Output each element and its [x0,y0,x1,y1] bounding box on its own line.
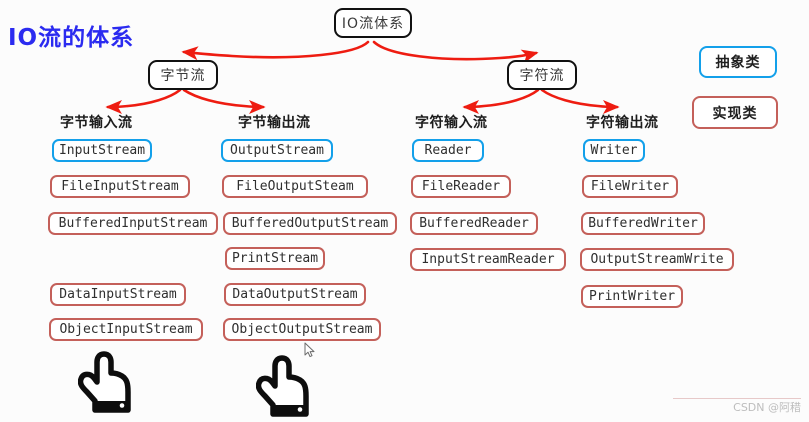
legend-implementation-class[interactable]: 实现类 [692,96,778,129]
class-chip-objectinputstream[interactable]: ObjectInputStream [49,318,203,341]
class-chip-bufferedoutputstream[interactable]: BufferedOutputStream [223,212,397,235]
node-root[interactable]: IO流体系 [334,8,412,38]
pointing-hand-cursor [77,348,140,414]
class-chip-outputstreamwrite[interactable]: OutputStreamWrite [580,248,734,271]
class-chip-fileinputstream[interactable]: FileInputStream [50,175,190,198]
class-chip-objectoutputstream[interactable]: ObjectOutputStream [223,318,381,341]
connector-root-to-byte [181,40,370,61]
arrow-pointer-cursor [304,342,316,358]
class-chip-datainputstream[interactable]: DataInputStream [50,283,186,306]
class-chip-printwriter[interactable]: PrintWriter [581,285,683,308]
class-chip-bufferedinputstream[interactable]: BufferedInputStream [48,212,218,235]
node-byte-stream[interactable]: 字节流 [148,60,218,90]
caption-char-output: 字符输出流 [586,115,659,131]
connector-byte-to-output [182,88,266,115]
connector-byte-to-input [105,88,182,115]
connector-root-to-char [372,40,539,64]
class-chip-outputstream[interactable]: OutputStream [221,139,333,162]
class-chip-writer[interactable]: Writer [583,139,645,162]
class-chip-dataoutputstream[interactable]: DataOutputStream [224,283,366,306]
caption-byte-output: 字节输出流 [238,115,311,131]
watermark: CSDN @阿稓 [733,401,801,414]
connector-char-to-input [462,88,540,115]
class-chip-bufferedreader[interactable]: BufferedReader [410,212,538,235]
pointing-hand-cursor [255,352,318,418]
class-chip-inputstream[interactable]: InputStream [52,139,152,162]
node-char-stream[interactable]: 字符流 [507,60,577,90]
class-chip-fileoutputsteam[interactable]: FileOutputSteam [222,175,368,198]
class-chip-reader[interactable]: Reader [412,139,484,162]
class-chip-filereader[interactable]: FileReader [411,175,511,198]
class-chip-filewriter[interactable]: FileWriter [582,175,678,198]
class-chip-bufferedwriter[interactable]: BufferedWriter [581,212,705,235]
class-chip-printstream[interactable]: PrintStream [225,247,325,270]
caption-char-input: 字符输入流 [415,115,488,131]
page-title: IO流的体系 [8,25,135,51]
watermark-rule [673,398,801,399]
connector-char-to-output [540,88,620,115]
class-chip-inputstreamreader[interactable]: InputStreamReader [410,248,566,271]
caption-byte-input: 字节输入流 [60,115,133,131]
legend-abstract-class[interactable]: 抽象类 [699,46,777,78]
